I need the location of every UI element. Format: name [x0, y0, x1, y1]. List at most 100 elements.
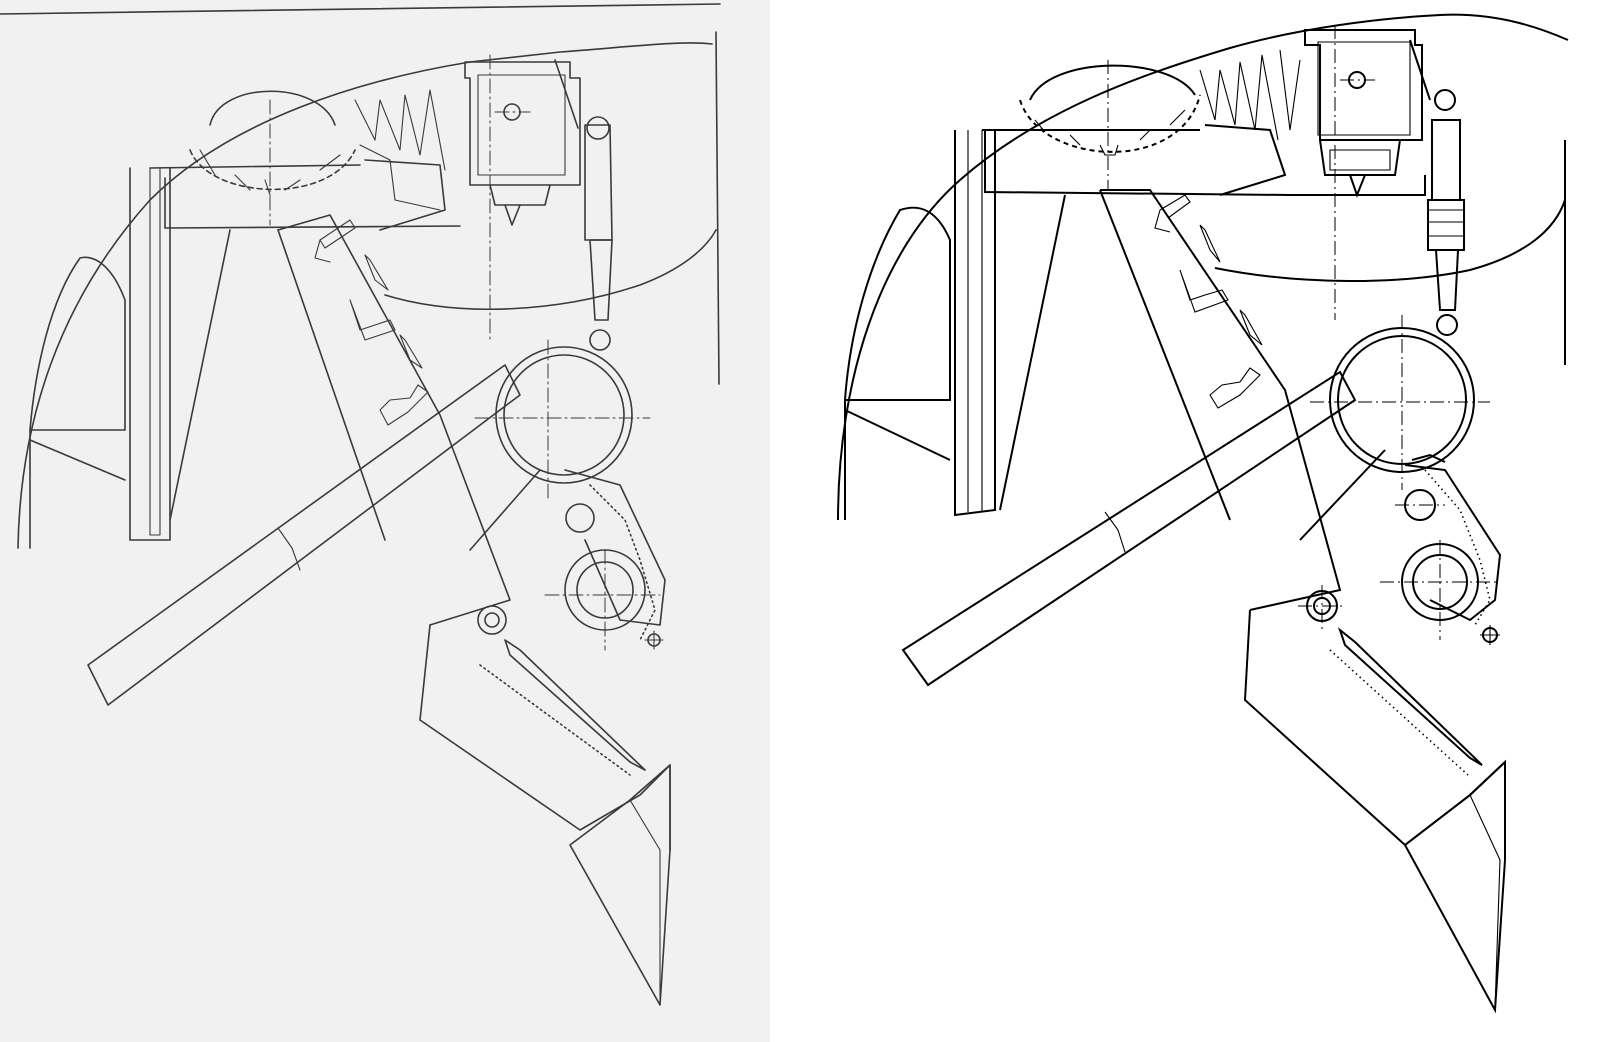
crank-block-inner	[1317, 41, 1411, 136]
crank-block-base-inner	[1329, 149, 1391, 171]
right-frame-line	[715, 31, 720, 385]
con-rod-link	[554, 59, 579, 129]
ring-link	[469, 469, 541, 551]
knife-blade	[504, 639, 646, 771]
housing-outline	[17, 42, 713, 549]
tooth-plate	[1204, 124, 1287, 196]
lever-arm	[87, 364, 521, 706]
gear-centerline	[544, 549, 661, 651]
gear-centerline	[1380, 540, 1500, 640]
top-border-line	[0, 3, 721, 15]
main-ring-inner	[503, 354, 625, 476]
con-rod-upper	[584, 124, 613, 241]
main-beam	[277, 214, 511, 626]
tooth-comb	[1199, 49, 1301, 141]
beam-slot-2	[364, 254, 389, 291]
left-bin	[29, 256, 126, 549]
con-rod-bottom-joint	[589, 329, 611, 351]
knife-pivot-outer	[477, 605, 507, 635]
left-post-outer	[954, 130, 996, 517]
main-beam-left	[1099, 189, 1231, 521]
beam-slot-4	[1239, 309, 1263, 346]
bottom-pan-inner	[1469, 794, 1501, 1011]
drum-arc	[1214, 199, 1566, 283]
gear-bracket	[564, 469, 666, 626]
lever-arm-break	[1104, 511, 1126, 553]
beam-slot-3	[1179, 269, 1229, 313]
con-rod-upper	[1431, 119, 1461, 201]
beam-slot-5	[379, 384, 429, 426]
gear-bracket	[1404, 464, 1502, 622]
con-rod-bottom-joint	[1436, 314, 1458, 336]
knife-dotted	[479, 664, 631, 776]
redrawn-diagram-panel	[812, 0, 1599, 1042]
scanned-drawing	[0, 3, 721, 1006]
con-rod-mid	[1427, 199, 1465, 251]
crank-frame-line	[1290, 175, 1426, 196]
lower-pivot-cross	[1480, 625, 1500, 645]
lower-frame	[419, 624, 671, 831]
sprocket-teeth	[1034, 109, 1186, 156]
crank-block	[464, 61, 581, 186]
upper-guide	[984, 130, 1291, 196]
sprocket-outer-arc	[189, 149, 356, 191]
ring-hook	[1411, 453, 1446, 463]
housing-outline	[837, 13, 1569, 521]
sprocket-inner-arc	[209, 90, 336, 126]
lever-arm-break	[277, 527, 301, 571]
beam-slot-2	[1199, 224, 1221, 263]
beam-slot-3	[349, 299, 396, 341]
bottom-pan	[569, 764, 671, 1006]
beam-slot-4	[399, 334, 423, 369]
left-post-brace	[169, 229, 231, 521]
left-bin-diag	[29, 439, 126, 481]
crank-knife	[1349, 174, 1366, 198]
main-beam-left	[277, 229, 386, 541]
lower-pivot-cross	[644, 630, 664, 650]
sprocket-inner-arc	[1029, 64, 1196, 101]
main-ring-outer	[495, 346, 633, 484]
knife-pivot-cross	[1298, 585, 1346, 630]
upper-guide	[164, 177, 461, 229]
left-bin	[844, 206, 951, 520]
tooth-comb	[354, 89, 446, 211]
upper-guide-top	[149, 164, 361, 169]
left-post-brace	[999, 194, 1066, 511]
con-rod-top-joint	[1434, 89, 1456, 111]
small-gear	[565, 503, 595, 533]
left-post-inner	[967, 130, 983, 512]
knife-blade	[1337, 627, 1483, 766]
beam-slot-5	[1209, 367, 1261, 409]
scanned-drawing-panel	[0, 0, 770, 1042]
crank-block-base	[1319, 139, 1401, 176]
bracket-dots	[1424, 469, 1491, 626]
left-post-inner	[149, 167, 161, 536]
knife-dotted	[1329, 649, 1469, 776]
con-rod-link	[1409, 39, 1431, 101]
tooth-plate	[364, 159, 446, 231]
drum-arc	[384, 229, 717, 311]
beam-slot-1	[1154, 194, 1191, 233]
bracket-dots	[589, 484, 656, 641]
sprocket-teeth	[199, 149, 341, 196]
con-rod-lower	[589, 239, 613, 321]
crank-knife	[504, 204, 521, 226]
crank-block-inner	[477, 74, 566, 176]
left-post-outer	[129, 167, 171, 541]
con-rod-top-joint	[586, 116, 610, 140]
bottom-pan	[1403, 759, 1506, 1014]
con-rod-lower	[1434, 249, 1460, 311]
redrawn-diagram	[837, 13, 1569, 1014]
sprocket-outer-arc	[1019, 94, 1201, 153]
lower-frame	[1243, 609, 1506, 847]
crank-block-base	[489, 184, 551, 206]
con-rod-mid-lines	[1428, 209, 1464, 237]
ring-link	[1299, 449, 1386, 541]
left-bin-diag	[844, 409, 951, 461]
lever-arm	[901, 370, 1357, 687]
knife-pivot-inner	[484, 612, 500, 628]
beam-slot-1	[314, 219, 356, 263]
bottom-pan-inner	[629, 799, 661, 1006]
crank-block	[1304, 29, 1423, 141]
